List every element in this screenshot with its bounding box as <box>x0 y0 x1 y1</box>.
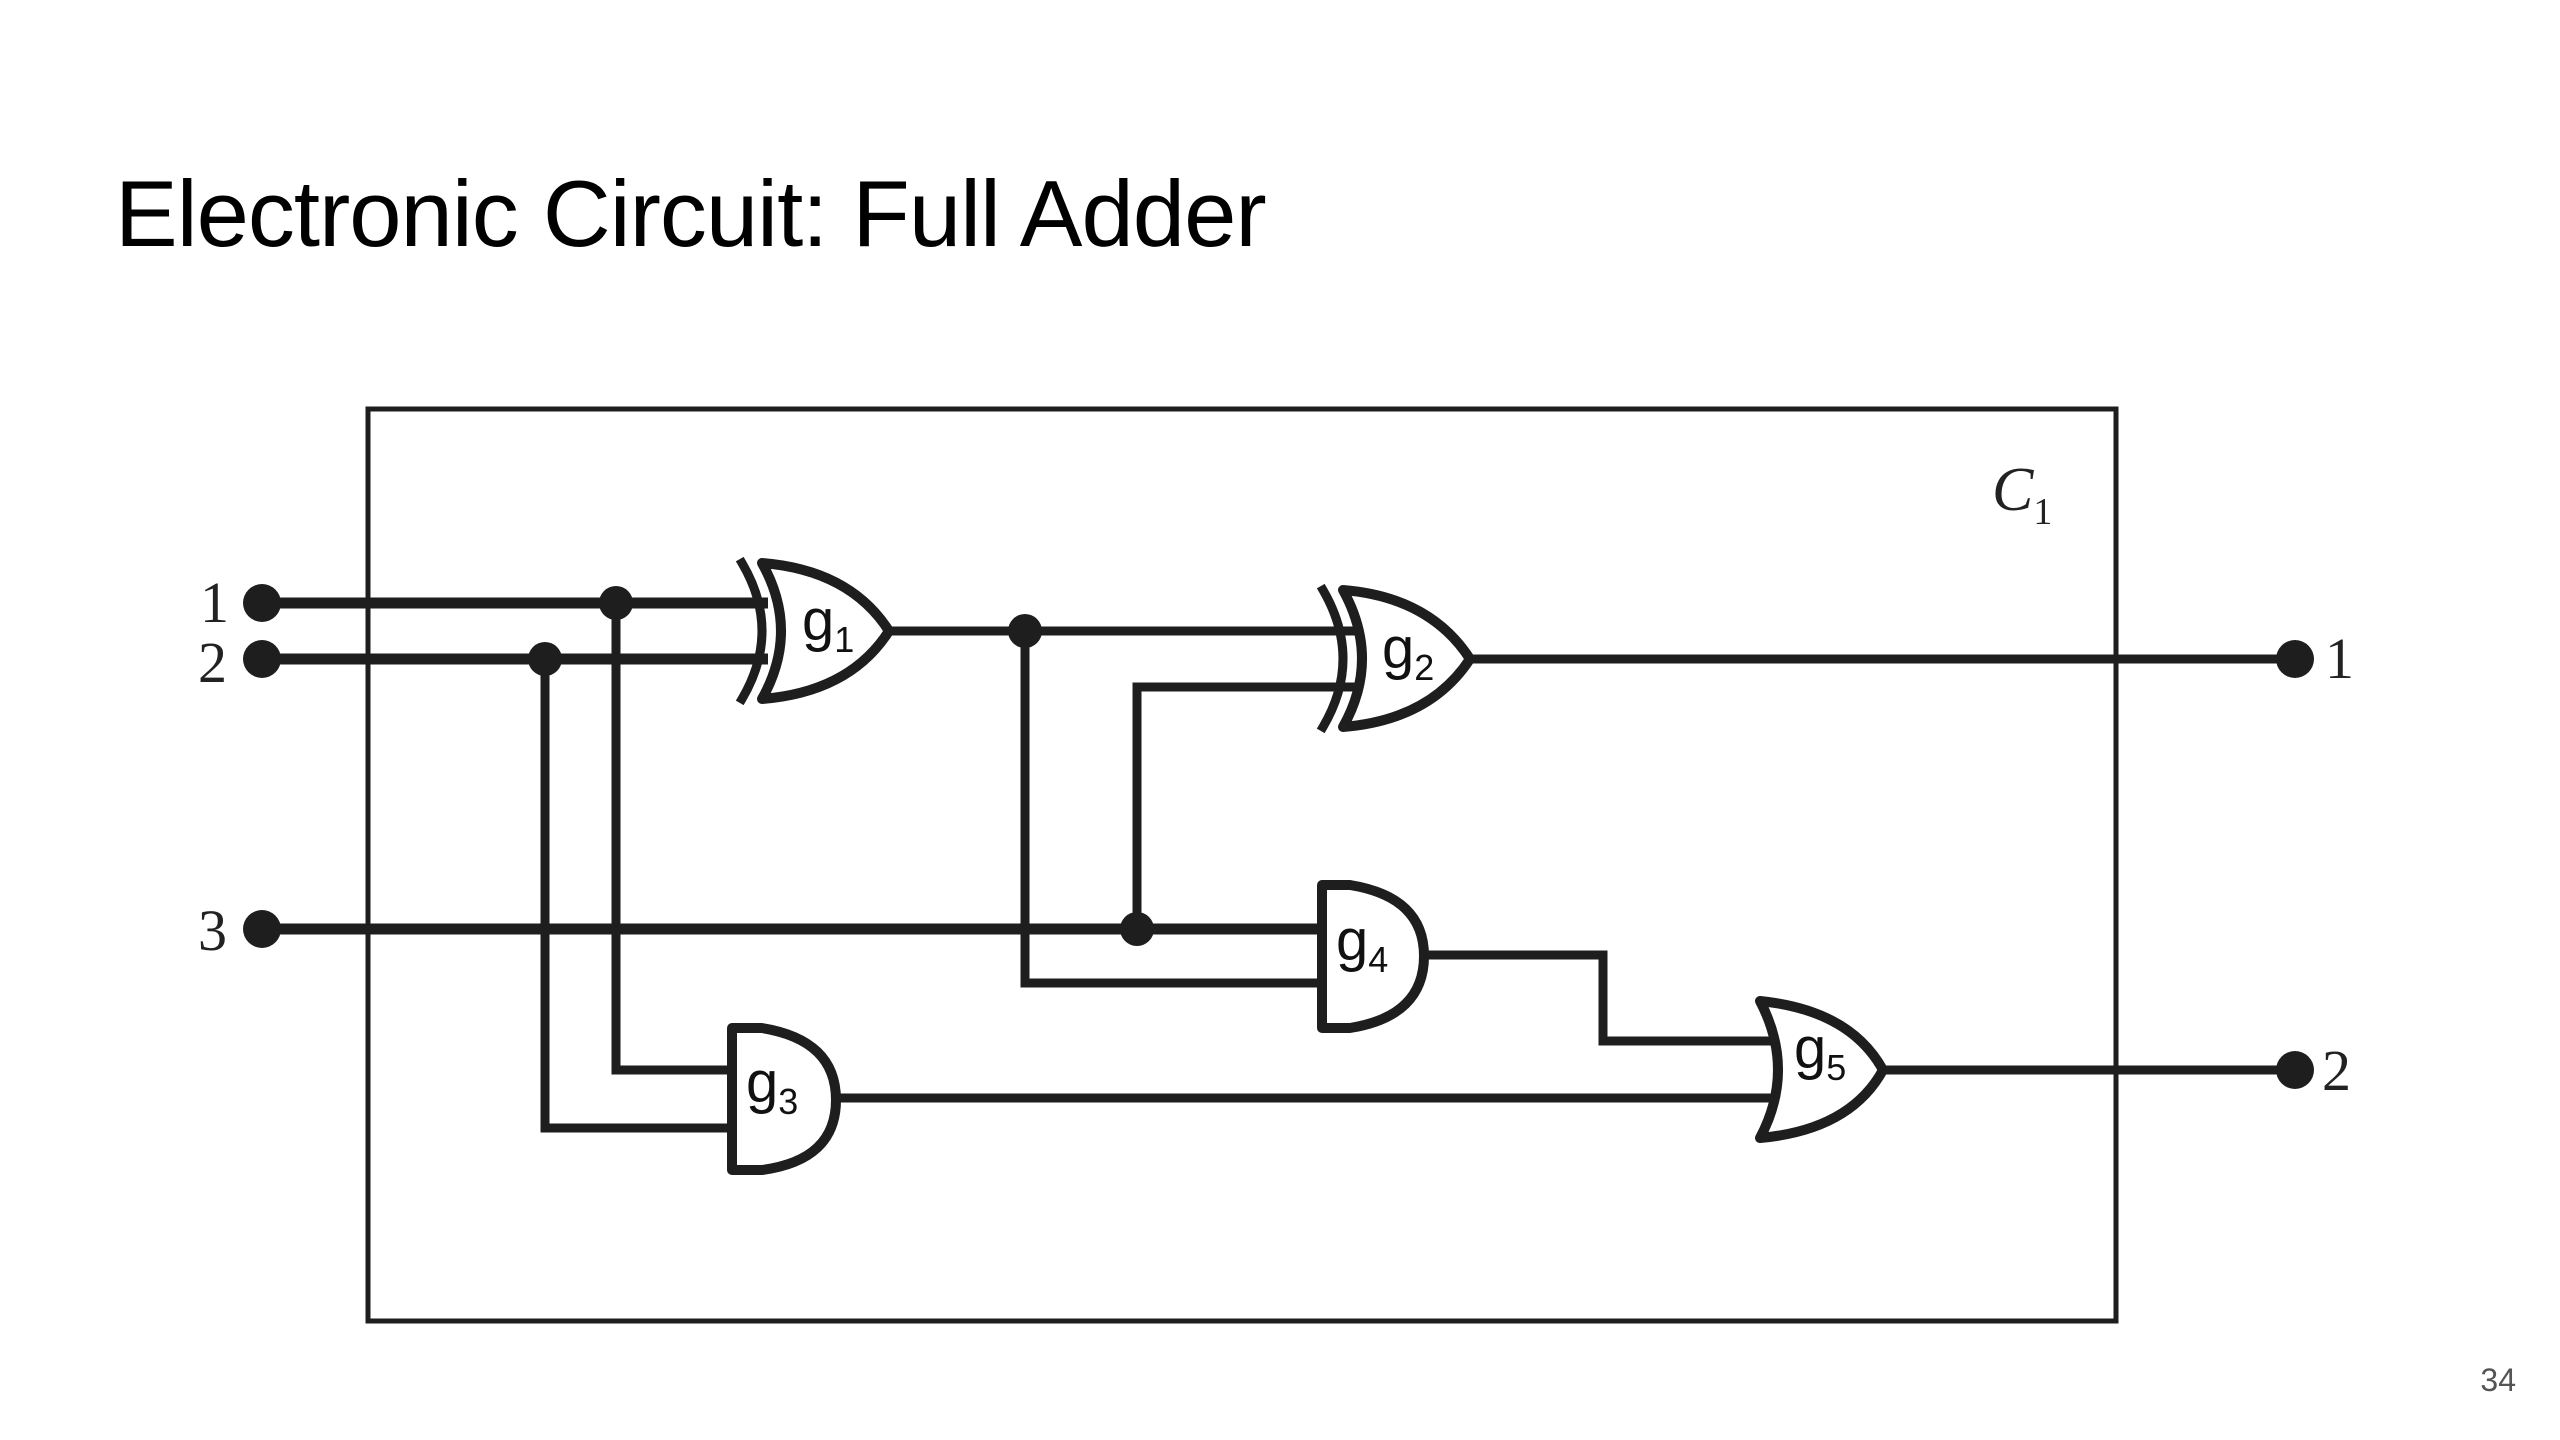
and-body <box>1317 880 1429 1033</box>
xor-extra-arc <box>1316 583 1348 734</box>
gate-label: g5 <box>1794 1016 1846 1088</box>
or-body <box>1755 996 1888 1143</box>
gate-g3-and[interactable]: g3 <box>727 1023 841 1175</box>
input-terminal-1[interactable]: 1 <box>200 570 281 635</box>
gate-g4-and[interactable]: g4 <box>1317 880 1429 1033</box>
input-terminal-3[interactable]: 3 <box>198 898 281 963</box>
gate-g2-xor[interactable]: g2 <box>1316 583 1475 734</box>
junction-node <box>599 586 633 620</box>
terminal-dot <box>243 584 281 622</box>
output-label: 1 <box>2325 626 2354 691</box>
circuit-subscript: 1 <box>2033 491 2052 533</box>
wire-in3-g2 <box>1132 682 1357 934</box>
terminal-dot <box>243 640 281 678</box>
junction-node <box>1120 912 1154 946</box>
input-terminal-2[interactable]: 2 <box>198 630 281 695</box>
xor-body <box>757 558 894 704</box>
junction-node <box>1008 614 1042 648</box>
terminal-dot <box>243 910 281 948</box>
terminal-dot <box>2276 1051 2314 1089</box>
circuit-boundary-box <box>365 406 2119 1324</box>
gate-label: g1 <box>802 588 854 660</box>
and-body <box>727 1023 841 1175</box>
output-label: 2 <box>2322 1038 2351 1103</box>
gate-label: g3 <box>746 1050 798 1122</box>
gate-label: g4 <box>1336 908 1388 980</box>
circuit-label: C1 <box>1992 456 2052 533</box>
wire-g1-g4 <box>1020 626 1327 988</box>
gate-g5-or[interactable]: g5 <box>1755 996 1888 1143</box>
gate-label: g2 <box>1382 616 1434 688</box>
terminal-dot <box>2276 640 2314 678</box>
output-terminal-2[interactable]: 2 <box>2276 1038 2351 1103</box>
junction-node <box>528 642 562 676</box>
xor-extra-arc <box>735 556 767 706</box>
wire-in1-g3 <box>611 598 737 1075</box>
circuit-name: C <box>1992 456 2034 524</box>
output-terminal-1[interactable]: 1 <box>2276 626 2354 691</box>
xor-body <box>1338 585 1475 732</box>
gate-g1-xor[interactable]: g1 <box>735 556 894 706</box>
page-number: 34 <box>2480 1362 2516 1398</box>
input-label: 1 <box>200 570 229 635</box>
input-label: 3 <box>198 898 227 963</box>
input-label: 2 <box>198 630 227 695</box>
slide-title: Electronic Circuit: Full Adder <box>115 161 1267 266</box>
wire-g4-g5 <box>1419 950 1775 1046</box>
wire-in2-g3 <box>540 654 737 1133</box>
